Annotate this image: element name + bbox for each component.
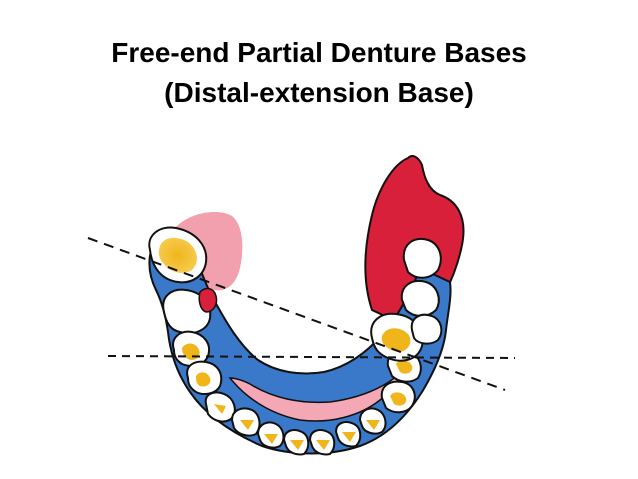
title-line-2: (Distal-extension Base) (164, 77, 474, 108)
left-molar-back (148, 226, 208, 284)
fulcrum-line-horizontal (107, 355, 516, 359)
artificial-teeth (400, 238, 443, 345)
right-molar (370, 312, 424, 362)
anterior-teeth (204, 391, 387, 456)
left-clasp (198, 287, 218, 313)
left-molar-middle (162, 288, 212, 335)
title-line-1: Free-end Partial Denture Bases (111, 37, 527, 68)
right-premolar-1 (380, 380, 416, 414)
pink-left-extension (175, 212, 243, 291)
slide-title: Free-end Partial Denture Bases (Distal-e… (0, 33, 638, 113)
denture-diagram (87, 155, 516, 456)
fulcrum-line-diagonal (87, 237, 506, 391)
left-premolar-2 (186, 360, 223, 395)
